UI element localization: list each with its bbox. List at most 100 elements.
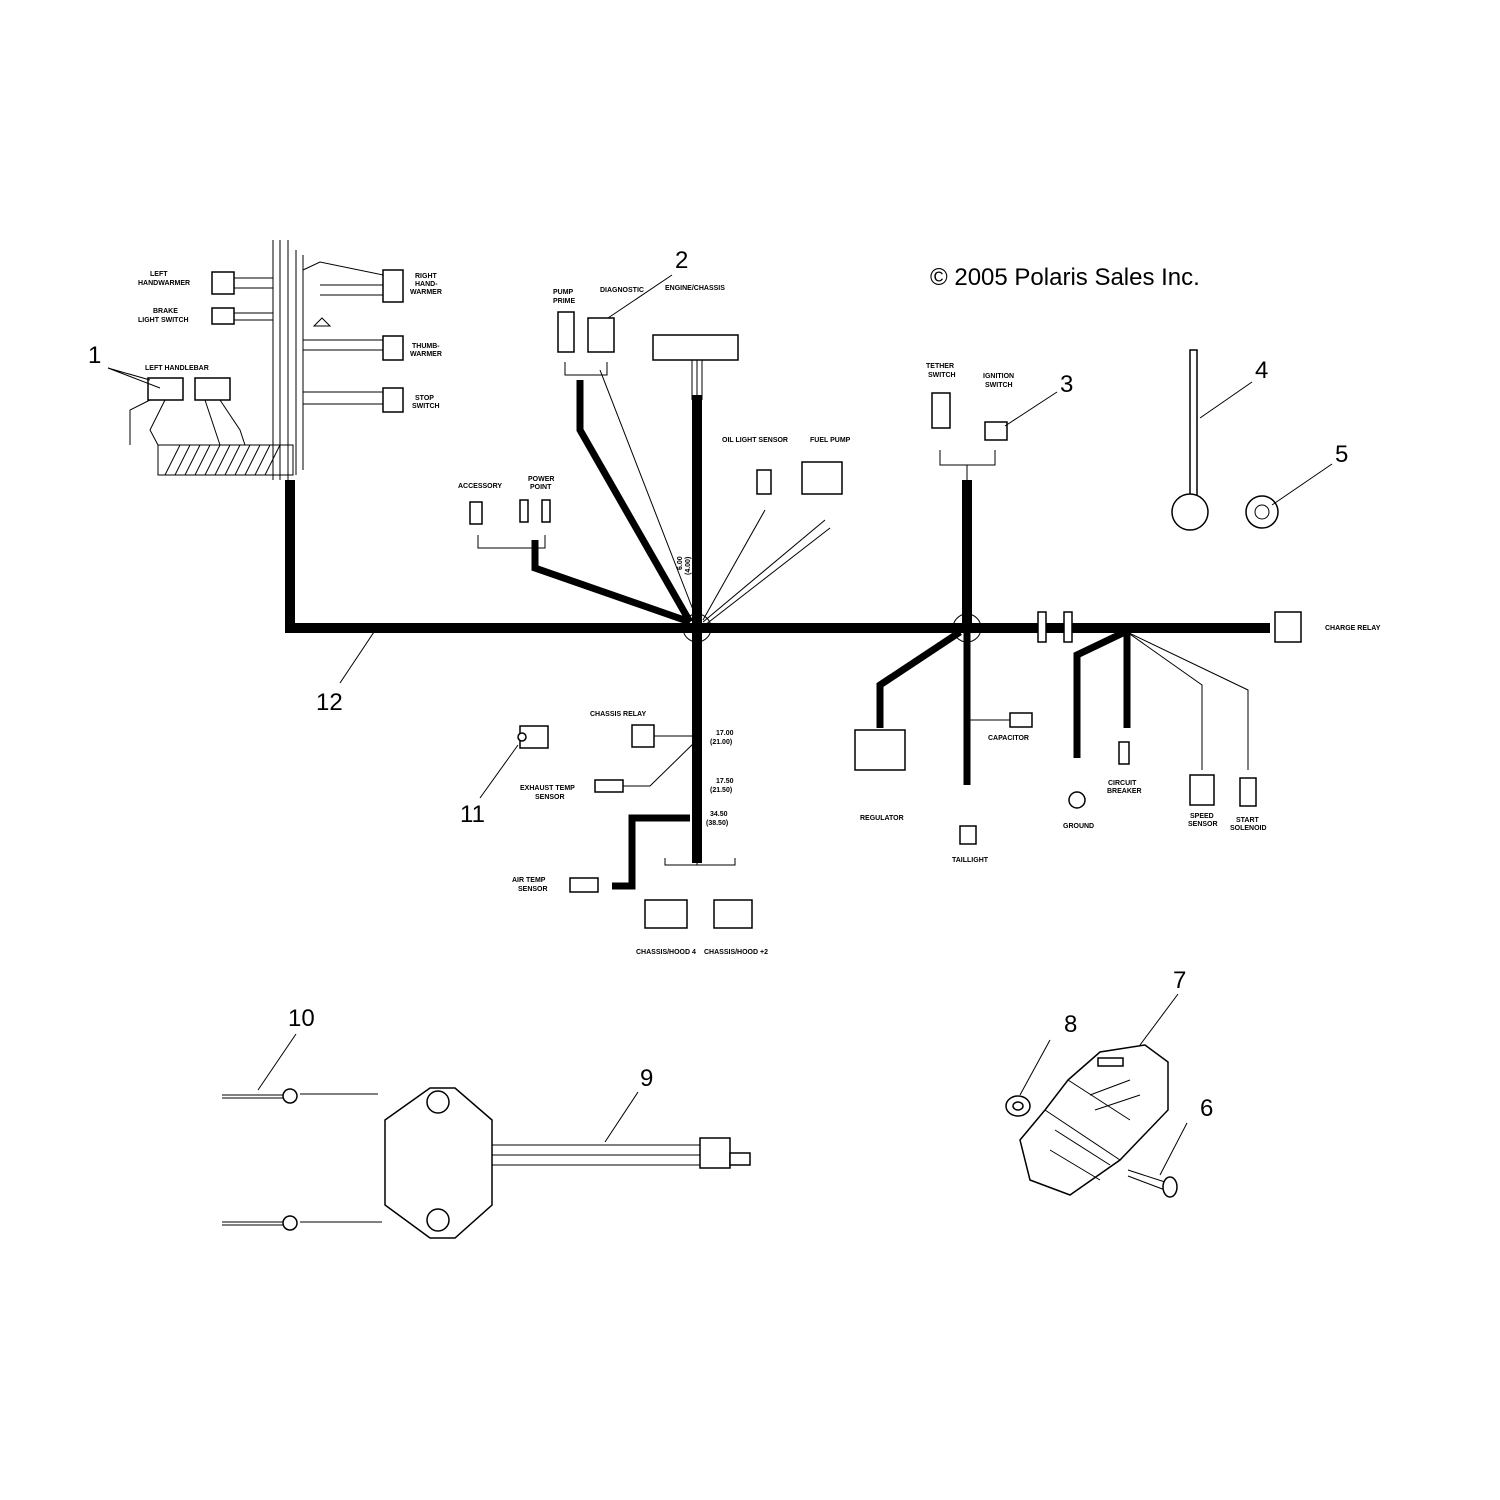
callout-10: 10 (288, 1005, 315, 1032)
power-point-connector-2 (541, 499, 551, 523)
label-engine-chassis: ENGINE/CHASSIS (665, 285, 725, 292)
bolt-part (1127, 1169, 1178, 1198)
label-breaker: BREAKER (1107, 788, 1142, 795)
label-solenoid: SOLENOID (1230, 825, 1267, 832)
lower-center-branch: CHASSIS RELAY EXHAUST TEMP SENSOR AIR TE… (512, 623, 768, 956)
main-harness-trunk (285, 480, 1270, 643)
label-brake: BRAKE (153, 308, 178, 315)
brake-light-switch-connector (211, 307, 235, 325)
label-taillight: TAILLIGHT (952, 857, 989, 864)
charge-relay-connector (1274, 611, 1302, 643)
label-left-handlebar: LEFT HANDLEBAR (145, 365, 209, 372)
label-right-handwarmer-3: WARMER (410, 289, 442, 296)
label-fuel-pump: FUEL PUMP (810, 437, 851, 444)
air-temp-sensor (569, 877, 599, 893)
left-handlebar-block: LEFT HANDWARMER BRAKE LIGHT SWITCH LEFT … (129, 240, 442, 480)
chassis-hood-4-connector (644, 899, 688, 929)
dim-d4: 34.50 (710, 811, 728, 818)
dim-d1-b: (4.00) (685, 557, 692, 575)
speed-sensor-connector (1189, 774, 1215, 806)
label-circuit: CIRCUIT (1108, 780, 1137, 787)
label-right-handwarmer-2: HAND- (415, 281, 438, 288)
diagnostic-connector (587, 317, 615, 353)
label-left-handwarmer: LEFT (150, 271, 168, 278)
label-ground: GROUND (1063, 823, 1094, 830)
accessory-connector (469, 501, 483, 525)
label-power: POWER (528, 476, 554, 483)
capacitor-connector (1009, 712, 1033, 728)
callout-4: 4 (1255, 357, 1268, 384)
label-tether: TETHER (926, 363, 954, 370)
label-accessory: ACCESSORY (458, 483, 502, 490)
regulator-block-part (1019, 1044, 1169, 1196)
callout-3: 3 (1060, 371, 1073, 398)
callout-2: 2 (675, 247, 688, 274)
nut-part (1005, 1095, 1031, 1117)
ground-terminal (1068, 791, 1086, 809)
screw-parts (222, 1088, 382, 1231)
power-point-connector (519, 499, 529, 523)
right-handwarmer-connector (382, 269, 404, 303)
label-brake-2: LIGHT SWITCH (138, 317, 189, 324)
dim-d2-b: (21.00) (710, 739, 732, 746)
chassis-hood-2-connector (713, 899, 753, 929)
thumb-warmer-connector (382, 335, 404, 361)
right-lower-branches: REGULATOR CAPACITOR TAILLIGHT GROUND CIR… (854, 611, 1381, 864)
dim-d3-b: (21.50) (710, 787, 732, 794)
callout-6: 6 (1200, 1095, 1213, 1122)
ignition-switch-connector (984, 421, 1008, 441)
callout-7: 7 (1173, 967, 1186, 994)
engine-chassis-connector (652, 334, 739, 361)
callout-11: 11 (460, 801, 485, 828)
label-right-handwarmer: RIGHT (415, 273, 438, 280)
label-ignition: IGNITION (983, 373, 1014, 380)
label-ignition-2: SWITCH (985, 382, 1013, 389)
left-handlebar-switch-a (147, 377, 184, 401)
cdi-module-part (384, 1087, 751, 1239)
label-thumb-warmer-2: WARMER (410, 351, 442, 358)
label-speed-2: SENSOR (1188, 821, 1218, 828)
pump-prime-connector (557, 311, 575, 353)
callouts: 1 2 3 4 5 6 7 8 9 10 11 12 (88, 247, 1348, 1176)
label-air-temp: AIR TEMP (512, 877, 546, 884)
label-diagnostic: DIAGNOSTIC (600, 287, 644, 294)
label-point: POINT (530, 484, 552, 491)
callout-8: 8 (1064, 1011, 1077, 1038)
tether-switch-connector (931, 392, 951, 429)
circuit-breaker-connector (1118, 741, 1130, 765)
label-charge-relay: CHARGE RELAY (1325, 625, 1381, 632)
clip-part (1245, 495, 1279, 529)
tether-ignition-branch: TETHER SWITCH IGNITION SWITCH (926, 363, 1014, 633)
dim-d3: 17.50 (716, 778, 734, 785)
label-oil-light-sensor: OIL LIGHT SENSOR (722, 437, 788, 444)
left-handlebar-switch-b (194, 377, 231, 401)
label-regulator: REGULATOR (860, 815, 904, 822)
label-pump: PUMP (553, 289, 574, 296)
upper-center-branches: PUMP PRIME DIAGNOSTIC ENGINE/CHASSIS OIL… (458, 285, 851, 633)
label-start: START (1236, 817, 1260, 824)
callout-5: 5 (1335, 441, 1348, 468)
left-handwarmer-connector (211, 271, 235, 295)
label-chassis-hood-2: CHASSIS/HOOD +2 (704, 949, 768, 956)
warning-icon (312, 317, 332, 327)
label-air-temp-2: SENSOR (518, 886, 548, 893)
dim-d1: 6.00 (677, 556, 684, 570)
callout-12: 12 (316, 689, 343, 716)
label-exhaust-2: SENSOR (535, 794, 565, 801)
taillight-connector (959, 825, 977, 845)
callout-9: 9 (640, 1065, 653, 1092)
label-tether-2: SWITCH (928, 372, 956, 379)
dim-d4-b: (38.50) (706, 820, 728, 827)
label-capacitor: CAPACITOR (988, 735, 1029, 742)
label-chassis-relay: CHASSIS RELAY (590, 711, 646, 718)
label-speed: SPEED (1190, 813, 1214, 820)
label-stop-switch-2: SWITCH (412, 403, 440, 410)
stop-switch-connector (382, 387, 404, 413)
label-stop-switch: STOP (415, 395, 434, 402)
label-thumb-warmer: THUMB- (412, 343, 440, 350)
cable-tie-part (1171, 349, 1209, 531)
regulator-connector (854, 729, 906, 771)
fuel-pump-connector (801, 461, 843, 495)
callout-1: 1 (88, 342, 101, 369)
